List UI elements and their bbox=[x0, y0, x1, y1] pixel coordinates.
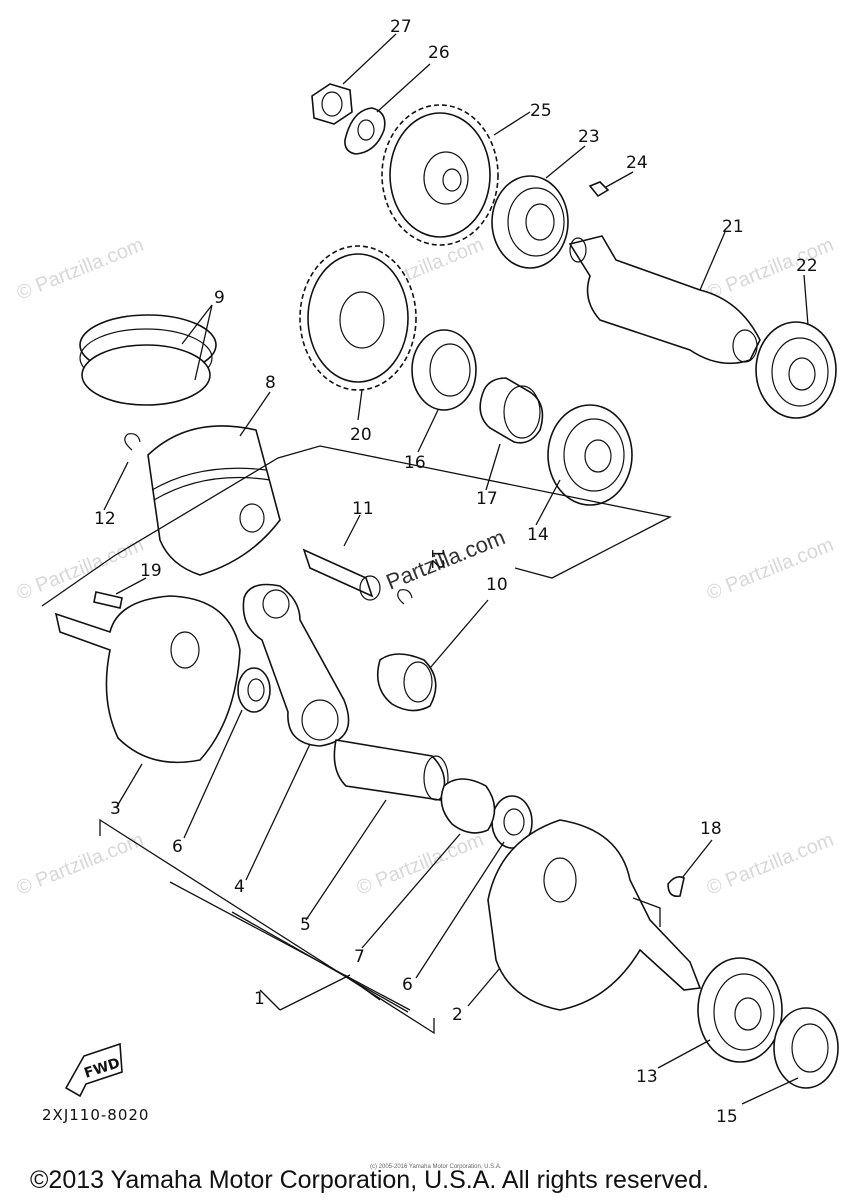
callout-3: 3 bbox=[110, 799, 121, 819]
part-25-gear[interactable] bbox=[381, 104, 499, 246]
reference-lines bbox=[41, 445, 672, 1035]
callout-26: 26 bbox=[428, 43, 450, 63]
part-27-nut[interactable] bbox=[311, 83, 353, 125]
part-16-oil-seal[interactable] bbox=[411, 329, 477, 411]
part-5-crank-pin[interactable] bbox=[333, 739, 449, 801]
callout-21: 21 bbox=[722, 217, 744, 237]
part-11-piston-pin[interactable] bbox=[302, 548, 381, 601]
callout-5: 5 bbox=[300, 915, 311, 935]
part-19-key[interactable] bbox=[93, 591, 123, 609]
part-12-circlip-2[interactable] bbox=[397, 589, 413, 605]
callout-1: 1 bbox=[254, 989, 265, 1009]
watermark: © Partzilla.com bbox=[704, 829, 837, 900]
callout-11: 11 bbox=[352, 499, 374, 519]
part-21-balancer-shaft[interactable] bbox=[568, 235, 761, 365]
callout-15: 15 bbox=[716, 1107, 738, 1127]
part-13-bearing[interactable] bbox=[697, 957, 783, 1063]
part-22-bearing[interactable] bbox=[755, 321, 837, 419]
callout-9: 9 bbox=[214, 288, 225, 308]
part-24-key[interactable] bbox=[588, 181, 610, 198]
diagram-code: 2XJ110-8020 bbox=[42, 1106, 149, 1124]
part-12-circlip[interactable] bbox=[124, 433, 141, 451]
callout-25: 25 bbox=[530, 101, 552, 121]
small-copyright: (c) 2005-2016 Yamaha Motor Corporation, … bbox=[370, 1164, 502, 1170]
fwd-arrow: FWD bbox=[64, 1042, 123, 1098]
callout-8: 8 bbox=[265, 373, 276, 393]
callout-17: 17 bbox=[476, 489, 498, 509]
callout-4: 4 bbox=[234, 877, 245, 897]
part-14-bearing[interactable] bbox=[547, 404, 633, 506]
watermark: © Partzilla.com bbox=[354, 829, 487, 900]
callout-19: 19 bbox=[140, 561, 162, 581]
callout-18: 18 bbox=[700, 819, 722, 839]
watermark: © Partzilla.com bbox=[14, 829, 147, 900]
callout-6: 6 bbox=[172, 837, 183, 857]
part-8-piston[interactable] bbox=[147, 425, 281, 576]
callout-6-second: 6 bbox=[402, 975, 413, 995]
part-3-crank-left[interactable] bbox=[54, 595, 241, 764]
callout-2: 2 bbox=[452, 1005, 463, 1025]
part-23-bearing[interactable] bbox=[491, 175, 569, 269]
part-7-needle-bearing[interactable] bbox=[440, 778, 496, 834]
callouts: 27 26 25 23 24 21 22 9 8 20 16 17 14 12 … bbox=[94, 17, 818, 1127]
callout-7: 7 bbox=[354, 947, 365, 967]
part-4-connecting-rod[interactable] bbox=[242, 583, 350, 747]
callout-13: 13 bbox=[636, 1067, 658, 1087]
leader-lines bbox=[103, 33, 809, 1105]
part-6-washer[interactable] bbox=[237, 667, 271, 713]
part-26-washer[interactable] bbox=[344, 107, 386, 155]
part-20-gear[interactable] bbox=[299, 245, 417, 391]
callout-27: 27 bbox=[390, 17, 412, 37]
watermark: © Partzilla.com bbox=[14, 534, 147, 605]
part-15-oil-seal[interactable] bbox=[773, 1007, 839, 1089]
part-18-key[interactable] bbox=[667, 876, 685, 898]
callout-24: 24 bbox=[626, 153, 648, 173]
callout-12-second: 12 bbox=[427, 548, 447, 570]
watermark: © Partzilla.com bbox=[704, 534, 837, 605]
callout-23: 23 bbox=[578, 127, 600, 147]
part-17-collar[interactable] bbox=[479, 377, 544, 444]
watermark: © Partzilla.com bbox=[14, 234, 147, 305]
part-2-crank-right[interactable] bbox=[487, 819, 702, 1011]
callout-12: 12 bbox=[94, 509, 116, 529]
part-10-needle-bearing[interactable] bbox=[376, 653, 437, 712]
callout-22: 22 bbox=[796, 256, 818, 276]
part-9-piston-rings[interactable] bbox=[79, 314, 217, 406]
copyright-notice: ©2013 Yamaha Motor Corporation, U.S.A. A… bbox=[30, 1166, 709, 1194]
callout-20: 20 bbox=[350, 425, 372, 445]
callout-16: 16 bbox=[404, 453, 426, 473]
callout-10: 10 bbox=[486, 575, 508, 595]
callout-14: 14 bbox=[527, 525, 549, 545]
